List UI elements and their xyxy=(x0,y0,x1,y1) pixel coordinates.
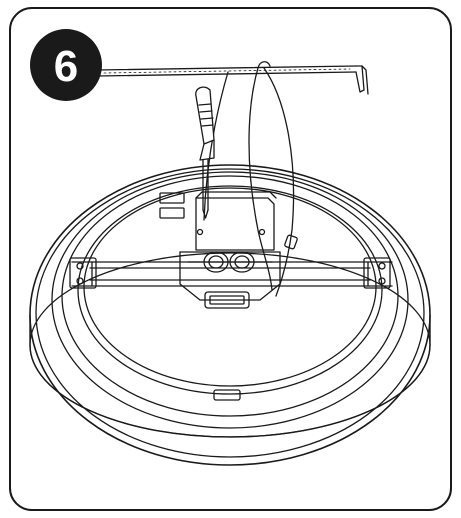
step-number-label: 6 xyxy=(54,42,78,91)
mounting-bar xyxy=(69,257,393,289)
junction-box xyxy=(179,191,281,309)
mounting-rail xyxy=(97,65,369,95)
step-number-badge: 6 xyxy=(30,29,102,101)
frame-border xyxy=(9,7,452,511)
label-tabs xyxy=(159,192,185,219)
fixture-base xyxy=(29,164,431,466)
supply-wires xyxy=(203,61,298,297)
screwdriver-icon xyxy=(195,86,215,219)
